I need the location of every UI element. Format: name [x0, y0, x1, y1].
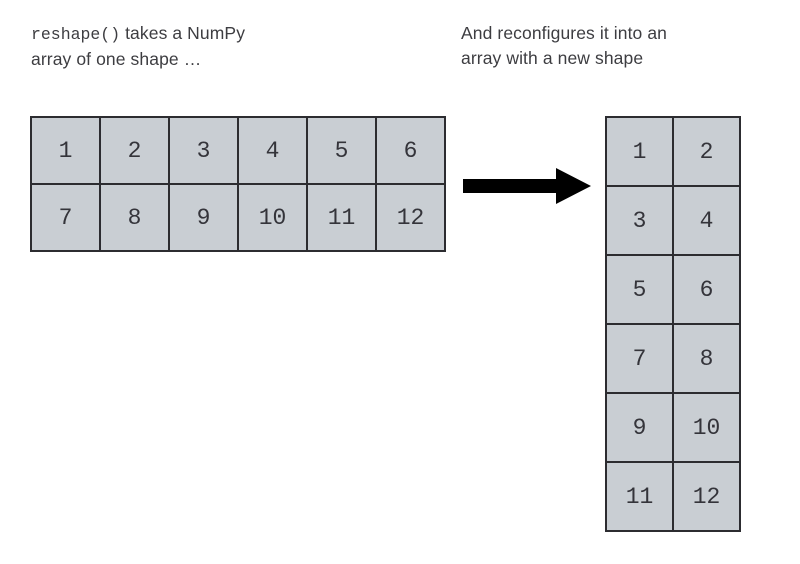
- array-cell: 6: [672, 254, 741, 325]
- array-cell: 7: [30, 183, 101, 252]
- array-cell: 12: [672, 461, 741, 532]
- array-cell: 1: [605, 116, 674, 187]
- reshaped-array-table: 1 2 3 4 5 6 7 8 9 10 11 12: [605, 116, 741, 532]
- array-cell: 9: [605, 392, 674, 463]
- array-cell: 3: [168, 116, 239, 185]
- transform-arrow-icon: [463, 168, 591, 204]
- array-cell: 8: [99, 183, 170, 252]
- table-row: 1 2: [605, 116, 741, 187]
- reshaped-array-body: 1 2 3 4 5 6 7 8 9 10 11 12: [605, 116, 741, 532]
- table-row: 7 8: [605, 323, 741, 394]
- array-cell: 4: [672, 185, 741, 256]
- table-row: 7 8 9 10 11 12: [30, 183, 446, 252]
- array-cell: 11: [605, 461, 674, 532]
- array-cell: 12: [375, 183, 446, 252]
- array-cell: 5: [306, 116, 377, 185]
- array-cell: 5: [605, 254, 674, 325]
- array-cell: 2: [672, 116, 741, 187]
- left-caption: reshape() takes a NumPy array of one sha…: [31, 21, 431, 72]
- original-array-table: 1 2 3 4 5 6 7 8 9 10 11 12: [30, 116, 446, 252]
- original-array-body: 1 2 3 4 5 6 7 8 9 10 11 12: [30, 116, 446, 252]
- array-cell: 4: [237, 116, 308, 185]
- array-cell: 1: [30, 116, 101, 185]
- table-row: 1 2 3 4 5 6: [30, 116, 446, 185]
- table-row: 5 6: [605, 254, 741, 325]
- left-caption-text: takes a NumPy array of one shape …: [31, 23, 246, 69]
- reshape-code-label: reshape(): [31, 25, 121, 44]
- table-row: 3 4: [605, 185, 741, 256]
- array-cell: 9: [168, 183, 239, 252]
- table-row: 11 12: [605, 461, 741, 532]
- array-cell: 7: [605, 323, 674, 394]
- array-cell: 3: [605, 185, 674, 256]
- array-cell: 6: [375, 116, 446, 185]
- array-cell: 10: [672, 392, 741, 463]
- right-caption-text: And reconfigures it into an array with a…: [461, 23, 668, 68]
- array-cell: 8: [672, 323, 741, 394]
- right-caption: And reconfigures it into an array with a…: [461, 21, 791, 71]
- array-cell: 2: [99, 116, 170, 185]
- array-cell: 10: [237, 183, 308, 252]
- table-row: 9 10: [605, 392, 741, 463]
- array-cell: 11: [306, 183, 377, 252]
